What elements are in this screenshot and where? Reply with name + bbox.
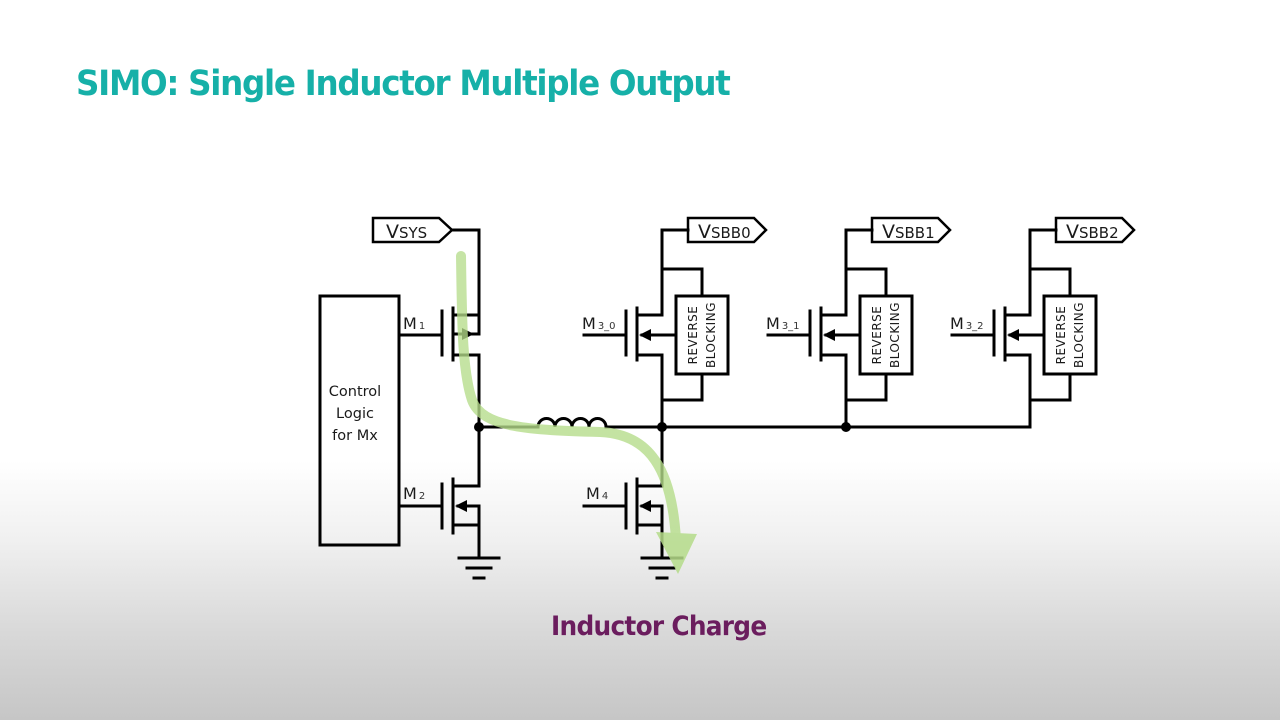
control-logic-line-2: Logic [336,406,374,422]
reverse-blocking-box-0 [674,294,730,376]
m2-source [451,523,481,560]
reverse-blocking-label-1b: BLOCKING [888,302,902,368]
vsys-wire [450,228,481,317]
m3-0-arrow-icon [639,329,651,341]
current-path-arrow-icon [656,532,697,574]
reverse-blocking-label-0b: BLOCKING [704,302,718,368]
vsbb1-tag [870,216,952,244]
ground-icon [457,556,501,580]
caption-inductor-charge: Inductor Charge [551,611,767,642]
reverse-blocking-box-1 [858,294,914,376]
vsbb1-label: VSBB1 [882,221,935,243]
inductor-charge-current-path [456,251,697,574]
control-logic-line-1: Control [329,384,381,400]
m3-1-arrow-icon [823,329,835,341]
control-logic-line-3: for Mx [332,428,378,444]
m3-2-arrow-icon [1007,329,1019,341]
control-logic-block: Control Logic for Mx [318,294,401,547]
vsys-label: VSYS [386,221,427,243]
reverse-blocking-label-0a: REVERSE [686,306,700,365]
slide-title: SIMO: Single Inductor Multiple Output [76,64,731,104]
reverse-blocking-label-2b: BLOCKING [1072,302,1086,368]
vsys-rail: VSYS [371,216,481,317]
vsbb0-tag [686,216,768,244]
vsbb2-label: VSBB2 [1066,221,1119,243]
reverse-blocking-box-2 [1042,294,1098,376]
vsbb0-label: VSBB0 [698,221,751,243]
current-path-line [456,251,681,545]
vsys-tag [371,216,454,244]
control-logic-box [318,294,401,547]
m4-arrow-icon [639,500,651,512]
m2-arrow-icon [455,500,467,512]
vsbb2-tag [1054,216,1136,244]
reverse-blocking-label-1a: REVERSE [870,306,884,365]
switch-node-dot [474,422,484,432]
reverse-blocking-label-2a: REVERSE [1054,306,1068,365]
